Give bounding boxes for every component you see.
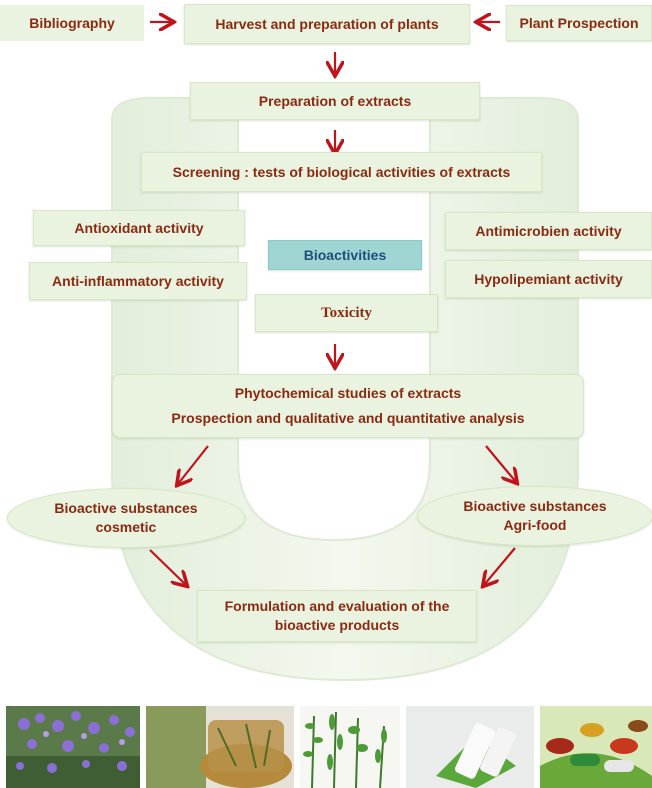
formulation-line1: Formulation and evaluation of the <box>224 598 450 615</box>
toxicity-box: Toxicity <box>255 294 438 332</box>
bibliography-label: Bibliography <box>29 14 115 31</box>
bibliography-box: Bibliography <box>0 5 144 41</box>
hypolipemiant-box: Hypolipemiant activity <box>445 260 652 298</box>
herb-sprigs-photo <box>300 706 400 788</box>
herbal-tea-photo <box>146 706 294 788</box>
agrifood-oval: Bioactive substances Agri-food <box>417 486 652 546</box>
bioactivities-box: Bioactivities <box>268 240 422 270</box>
plant-prospection-box: Plant Prospection <box>506 5 652 41</box>
antioxidant-box: Antioxidant activity <box>33 210 245 246</box>
cosmetic-oval: Bioactive substances cosmetic <box>7 488 245 548</box>
anti-inflammatory-box: Anti-inflammatory activity <box>29 262 247 300</box>
bioactivities-label: Bioactivities <box>303 246 387 263</box>
screening-label: Screening : tests of biological activiti… <box>172 163 511 180</box>
anti-inflammatory-label: Anti-inflammatory activity <box>52 272 224 289</box>
flow-arrows <box>149 0 652 700</box>
agrifood-line2: Agri-food <box>503 517 567 533</box>
formulation-box: Formulation and evaluation of the bioact… <box>197 590 477 642</box>
capsules-photo <box>540 706 652 788</box>
screening-box: Screening : tests of biological activiti… <box>141 152 542 192</box>
arrow-phyto-to-agrifood <box>485 445 516 482</box>
toxicity-label: Toxicity <box>320 304 373 321</box>
harvest-box: Harvest and preparation of plants <box>184 4 470 44</box>
cosmetic-line2: cosmetic <box>95 519 157 535</box>
arrow-agrifood-to-formulation <box>484 547 516 585</box>
antimicrobien-box: Antimicrobien activity <box>445 212 652 250</box>
phytochemical-line1: Phytochemical studies of extracts <box>234 385 462 402</box>
antioxidant-label: Antioxidant activity <box>74 219 204 236</box>
plant-prospection-label: Plant Prospection <box>519 14 639 31</box>
flowering-plant-photo <box>6 706 140 788</box>
cosmetic-line1: Bioactive substances <box>54 500 198 517</box>
formulation-line2: bioactive products <box>274 617 400 633</box>
antimicrobien-label: Antimicrobien activity <box>475 222 622 239</box>
preparation-extracts-box: Preparation of extracts <box>190 82 480 120</box>
phytochemical-box: Phytochemical studies of extracts Prospe… <box>112 374 584 438</box>
arrow-phyto-to-cosmetic <box>178 445 209 484</box>
agrifood-line1: Bioactive substances <box>463 498 607 515</box>
preparation-extracts-label: Preparation of extracts <box>258 92 412 109</box>
harvest-label: Harvest and preparation of plants <box>215 15 439 32</box>
arrow-cosmetic-to-formulation <box>149 549 186 585</box>
hypolipemiant-label: Hypolipemiant activity <box>474 270 623 287</box>
phytochemical-line2: Prospection and qualitative and quantita… <box>171 410 525 426</box>
cosmetic-tubes-photo <box>406 706 534 788</box>
